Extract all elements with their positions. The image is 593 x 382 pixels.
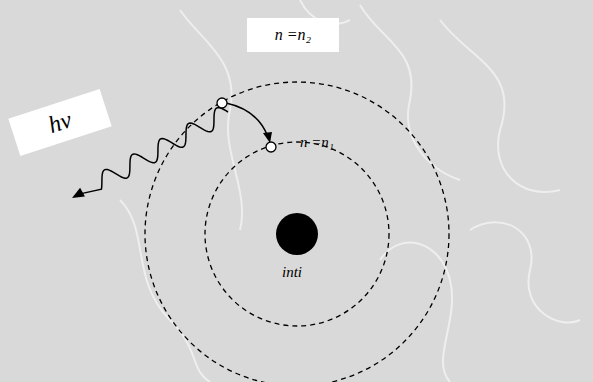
electron [217, 98, 227, 108]
label-text: hν [45, 106, 75, 139]
watermark [120, 0, 580, 382]
watermark-line [470, 222, 580, 322]
orbit-label-box: n =n₂ [247, 18, 339, 52]
watermark-line [440, 20, 560, 192]
transition-arrow [226, 103, 268, 137]
watermark-line [180, 10, 242, 230]
watermark-line [360, 5, 460, 180]
electron [266, 142, 276, 152]
watermark-line [380, 243, 452, 382]
watermark-line [120, 200, 210, 382]
arrow-head [263, 132, 272, 143]
orbit-label: n =n₁ [300, 134, 334, 151]
outer-orbit [145, 82, 449, 382]
nucleus [276, 213, 318, 255]
label-text: n =n₂ [275, 26, 311, 44]
arrow-head [72, 188, 85, 198]
inner-orbit [205, 142, 389, 326]
nucleus-label: inti [282, 264, 302, 281]
photon-label-box: hν [8, 89, 111, 156]
